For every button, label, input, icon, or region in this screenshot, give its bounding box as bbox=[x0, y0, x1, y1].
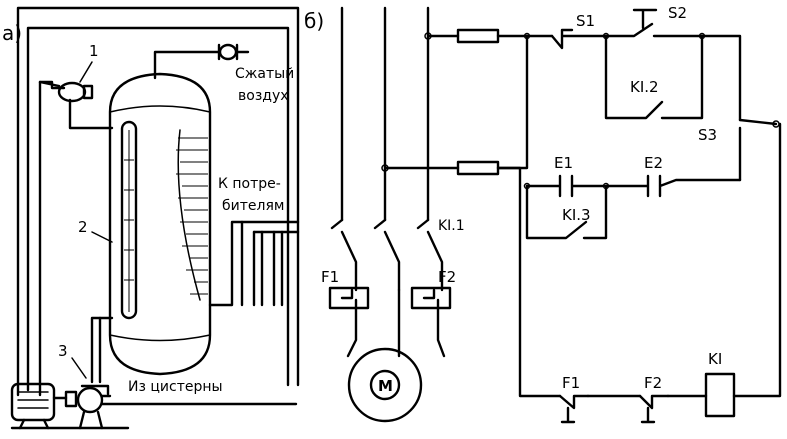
label-to-consumers-1: К потре- bbox=[218, 176, 281, 192]
motor-terminal bbox=[369, 369, 401, 401]
air-valve-icon bbox=[217, 43, 250, 61]
consumer-pipe bbox=[208, 220, 300, 307]
pressure-tank bbox=[108, 72, 212, 376]
relay-contact-f1 bbox=[558, 394, 642, 424]
panel-b: б) KI.1 F1 F2 M S1 bbox=[304, 4, 782, 424]
coil-ki bbox=[704, 372, 736, 418]
callout-3-leader bbox=[71, 357, 87, 379]
label-e2: E2 bbox=[644, 154, 663, 172]
callout-3: 3 bbox=[58, 342, 68, 360]
panel-a: а) 1 Сжатый воздух bbox=[2, 6, 300, 430]
label-ki-coil: KI bbox=[708, 350, 722, 368]
control-line-inner bbox=[26, 26, 290, 392]
callout-2-leader bbox=[91, 231, 113, 243]
contact-ki2 bbox=[604, 34, 704, 120]
label-f2-relay: F2 bbox=[644, 374, 662, 392]
inlet-pipe bbox=[90, 316, 114, 384]
label-compressed-air-2: воздух bbox=[238, 88, 289, 104]
control-line-frame bbox=[16, 6, 300, 397]
label-ki3: KI.3 bbox=[562, 206, 591, 224]
label-from-tank: Из цистерны bbox=[128, 379, 223, 395]
panel-b-label: б) bbox=[304, 9, 324, 33]
label-ki2: KI.2 bbox=[630, 78, 659, 96]
thermal-element-f2 bbox=[410, 286, 452, 310]
sensor-e2 bbox=[604, 174, 742, 198]
callout-1: 1 bbox=[89, 42, 99, 60]
label-s3: S3 bbox=[698, 126, 717, 144]
switch-s1 bbox=[550, 28, 608, 50]
label-e1: E1 bbox=[554, 154, 573, 172]
switch-s3 bbox=[738, 118, 778, 126]
label-ki1: KI.1 bbox=[438, 218, 465, 234]
label-s2: S2 bbox=[668, 4, 687, 22]
pressure-switch bbox=[38, 61, 114, 397]
label-f2-power: F2 bbox=[438, 268, 456, 286]
sensor-e1 bbox=[525, 174, 606, 198]
compressed-air-pipe bbox=[153, 50, 222, 80]
label-s1: S1 bbox=[576, 12, 595, 30]
label-f1-power: F1 bbox=[321, 268, 339, 286]
level-gauge bbox=[120, 120, 138, 320]
motor-label: M bbox=[378, 377, 393, 395]
fuse-top bbox=[456, 28, 500, 44]
contactor-ki1 bbox=[330, 218, 444, 292]
fuse-bottom bbox=[456, 160, 500, 176]
label-f1-relay: F1 bbox=[562, 374, 580, 392]
callout-2: 2 bbox=[78, 218, 88, 236]
contact-ki3 bbox=[525, 184, 608, 240]
motor bbox=[347, 347, 423, 423]
thermal-element-f1 bbox=[328, 286, 370, 310]
label-to-consumers-2: бителям bbox=[222, 198, 284, 214]
label-compressed-air-1: Сжатый bbox=[235, 66, 294, 82]
pump-unit bbox=[10, 382, 298, 430]
relay-contact-f2 bbox=[638, 394, 708, 424]
switch-s2 bbox=[604, 22, 704, 38]
